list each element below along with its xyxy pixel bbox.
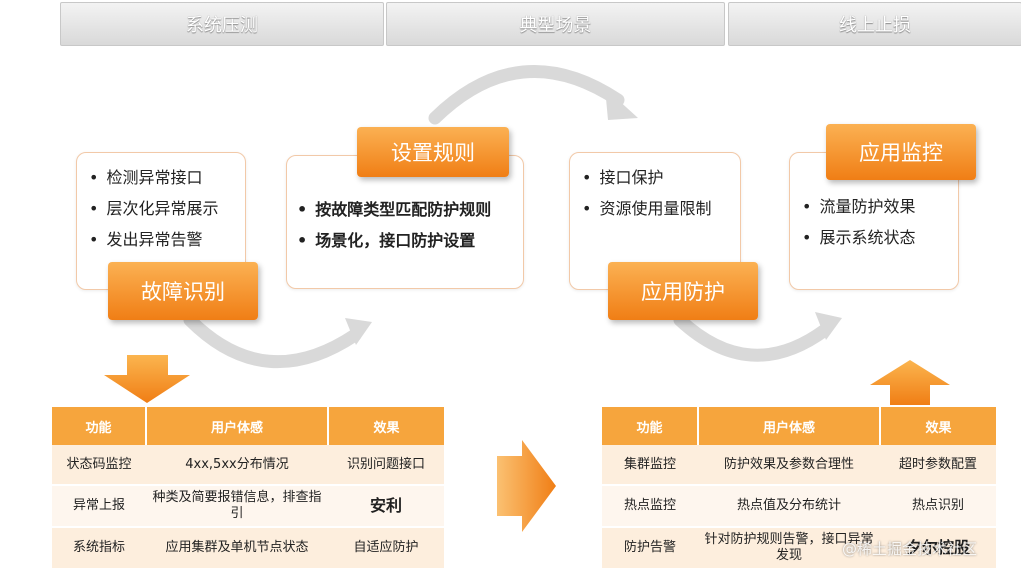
- stage-item: 展示系统状态: [802, 222, 958, 253]
- table-row: 热点监控 热点值及分布统计 热点识别: [602, 485, 996, 528]
- table-cell: 自适应防护: [328, 527, 444, 570]
- table-cell: 针对防护规则告警，接口异常发现: [698, 527, 880, 570]
- table-cell: 防护效果及参数合理性: [698, 445, 880, 486]
- column-header: 用户体感: [698, 407, 881, 445]
- tab-label: 线上止损: [839, 15, 911, 36]
- column-header: 用户体感: [146, 407, 329, 445]
- stage-tag-fault-identification: 故障识别: [108, 262, 258, 320]
- column-header: 功能: [602, 407, 699, 445]
- stage-item: 流量防护效果: [802, 191, 958, 222]
- column-header: 效果: [328, 407, 444, 445]
- tab-label: 系统压测: [186, 15, 258, 36]
- stage-item: 按故障类型匹配防护规则: [297, 194, 523, 225]
- stage-item: 场景化，接口防护设置: [297, 225, 523, 256]
- tab-online-loss-stop[interactable]: 线上止损: [728, 2, 1021, 46]
- table-cell: 异常上报: [52, 485, 146, 528]
- tab-typical-scenarios[interactable]: 典型场景: [386, 2, 725, 46]
- table-header-row: 功能 用户体感 效果: [52, 407, 444, 445]
- table-cell: 热点值及分布统计: [698, 485, 880, 528]
- table-cell: 系统指标: [52, 527, 146, 570]
- table-cell: 集群监控: [602, 445, 698, 486]
- tab-label: 典型场景: [519, 15, 592, 36]
- stage-item: 资源使用量限制: [582, 193, 740, 224]
- stage-tag-set-rules: 设置规则: [357, 127, 509, 177]
- stage-tag-app-protection: 应用防护: [608, 262, 758, 320]
- table-row: 系统指标 应用集群及单机节点状态 自适应防护: [52, 527, 444, 570]
- table-row: 防护告警 针对防护规则告警，接口异常发现 夕尔控股: [602, 527, 996, 570]
- table-cell: 安利: [328, 485, 444, 528]
- table-cell: 状态码监控: [52, 445, 146, 486]
- flow-arrowhead-2: [605, 88, 638, 120]
- table-cell: 应用集群及单机节点状态: [146, 527, 328, 570]
- table-row: 集群监控 防护效果及参数合理性 超时参数配置: [602, 445, 996, 486]
- column-header: 效果: [880, 407, 996, 445]
- table-cell: 识别问题接口: [328, 445, 444, 486]
- table-cell: 夕尔控股: [880, 527, 996, 570]
- table-cell: 4xx,5xx分布情况: [146, 445, 328, 486]
- stage-item: 检测异常接口: [89, 162, 245, 193]
- up-arrow-icon: [870, 360, 950, 405]
- table-row: 异常上报 种类及简要报错信息，排查指引 安利: [52, 485, 444, 528]
- stage-item: 接口保护: [582, 162, 740, 193]
- flow-arc-3: [673, 313, 832, 362]
- table-cell: 热点监控: [602, 485, 698, 528]
- column-header: 功能: [52, 407, 147, 445]
- table-cell: 防护告警: [602, 527, 698, 570]
- stage-tag-app-monitoring: 应用监控: [826, 124, 976, 180]
- stage-item: 层次化异常展示: [89, 193, 245, 224]
- table-row: 状态码监控 4xx,5xx分布情况 识别问题接口: [52, 445, 444, 486]
- tab-stress-test[interactable]: 系统压测: [60, 2, 384, 46]
- right-feature-table: 功能 用户体感 效果 集群监控 防护效果及参数合理性 超时参数配置 热点监控 热…: [602, 407, 996, 570]
- table-cell: 超时参数配置: [880, 445, 996, 486]
- flow-arrowhead-3: [815, 312, 842, 340]
- stage-card-set-rules: 按故障类型匹配防护规则 场景化，接口防护设置: [286, 155, 524, 289]
- table-cell: 种类及简要报错信息，排查指引: [146, 485, 328, 528]
- down-arrow-icon: [104, 355, 190, 403]
- table-header-row: 功能 用户体感 效果: [602, 407, 996, 445]
- right-arrow-icon: [497, 440, 556, 532]
- left-feature-table: 功能 用户体感 效果 状态码监控 4xx,5xx分布情况 识别问题接口 异常上报…: [52, 407, 444, 570]
- flow-arrowhead-1: [345, 318, 372, 345]
- watermark: @稀土掘金技术社区: [842, 540, 978, 558]
- stage-item: 发出异常告警: [89, 224, 245, 255]
- table-cell: 热点识别: [880, 485, 996, 528]
- flow-arc-1: [183, 313, 362, 369]
- flow-arc-2: [428, 65, 625, 125]
